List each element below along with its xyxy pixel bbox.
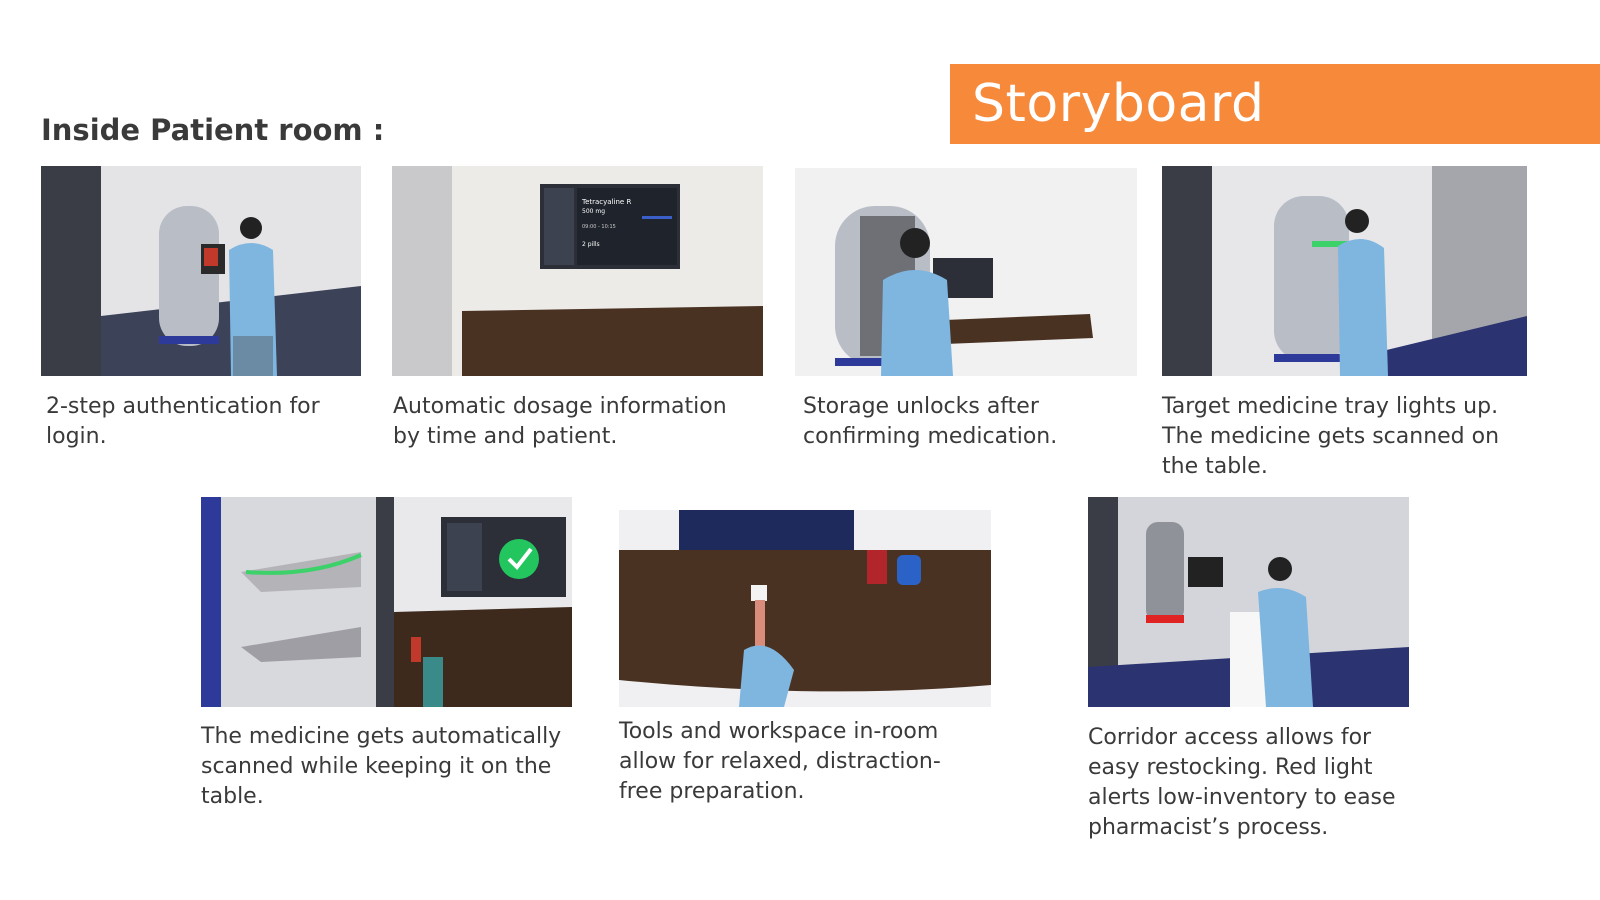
- section-heading: Inside Patient room :: [41, 113, 385, 147]
- storyboard-banner: Storyboard: [950, 64, 1600, 144]
- caption-1: 2-step authentication for login.: [46, 394, 320, 449]
- caption-2: Automatic dosage information by time and…: [393, 394, 727, 449]
- storyboard-image-2: Tetracyaline R 500 mg 09:00 - 10:15 2 pi…: [392, 166, 763, 376]
- caption-5: The medicine gets automatically scanned …: [201, 724, 562, 809]
- storyboard-image-6: [619, 510, 991, 707]
- storyboard-image-3: [795, 168, 1137, 376]
- screen-drug-name: Tetracyaline R: [581, 198, 631, 206]
- storyboard-image-5: [201, 497, 572, 707]
- caption-4: Target medicine tray lights up. The medi…: [1162, 394, 1500, 479]
- caption-7: Corridor access allows for easy restocki…: [1088, 725, 1396, 840]
- screen-drug-dose: 500 mg: [582, 208, 605, 215]
- storyboard-image-7: [1088, 497, 1409, 707]
- storyboard-image-4: [1162, 166, 1527, 376]
- caption-6: Tools and workspace in-room allow for re…: [619, 719, 941, 804]
- screen-time: 09:00 - 10:15: [582, 224, 616, 230]
- screen-pills: 2 pills: [582, 241, 600, 248]
- storyboard-image-1: [41, 166, 361, 376]
- page-title: Storyboard: [972, 74, 1265, 134]
- caption-3: Storage unlocks after confirming medicat…: [803, 394, 1058, 449]
